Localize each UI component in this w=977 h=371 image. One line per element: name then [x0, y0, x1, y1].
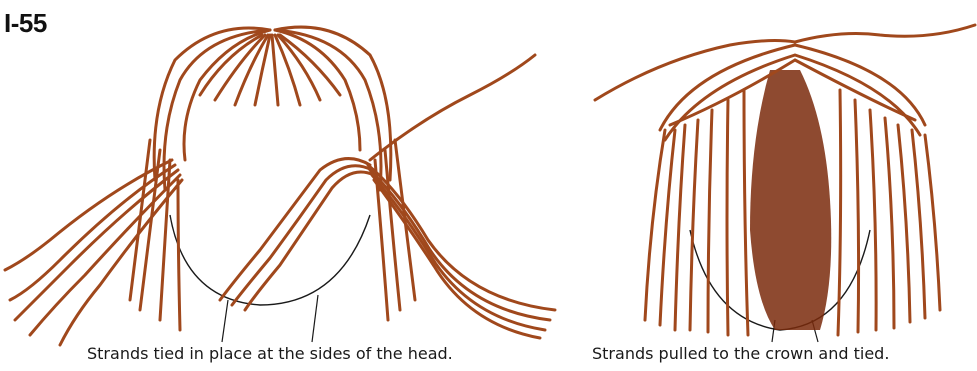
hair-crown-drawing	[580, 0, 977, 371]
right-side-hair-strands	[220, 55, 555, 338]
illustration-sides-tied	[0, 0, 560, 371]
crown-hair-mass	[750, 70, 831, 330]
caption-sides-tied: Strands tied in place at the sides of th…	[87, 344, 453, 363]
neck-line-left	[222, 300, 228, 342]
neck-line-right	[312, 295, 318, 342]
hair-sides-drawing	[0, 0, 560, 371]
illustration-crown-tied	[580, 0, 977, 371]
caption-crown-tied: Strands pulled to the crown and tied.	[592, 344, 889, 363]
